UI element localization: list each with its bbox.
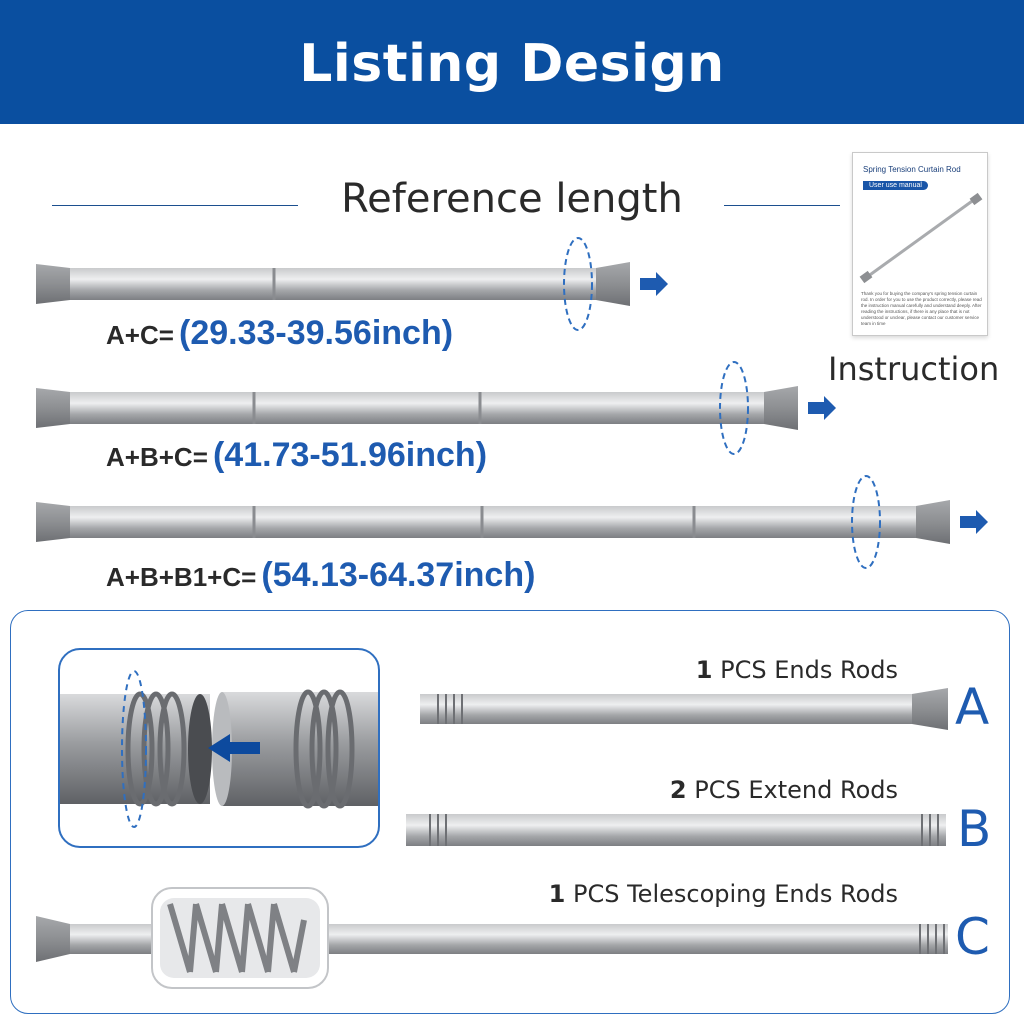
part-name: PCS Telescoping Ends Rods — [573, 880, 898, 908]
part-label-a: 1 PCS Ends Rods — [696, 656, 898, 684]
header-banner: Listing Design — [0, 0, 1024, 124]
page-title: Listing Design — [299, 34, 725, 94]
manual-badge: User use manual — [863, 181, 928, 190]
part-label-b: 2 PCS Extend Rods — [670, 776, 898, 804]
part-b-rod — [406, 814, 946, 846]
rod-a-b-b1-c — [36, 475, 988, 569]
reference-length-title: Reference length — [341, 176, 683, 222]
right-arrow-icon — [960, 510, 988, 534]
instruction-manual: Spring Tension Curtain Rod User use manu… — [852, 152, 988, 336]
rotate-arrow-icon — [719, 361, 749, 455]
formula-value: (41.73-51.96inch) — [212, 436, 488, 474]
part-letter-a: A — [955, 678, 990, 736]
insert-arrow-icon — [208, 734, 260, 762]
part-name: PCS Extend Rods — [694, 776, 898, 804]
part-qty: 2 — [669, 776, 687, 804]
right-arrow-icon — [640, 272, 668, 296]
rotate-arrow-icon — [563, 237, 593, 331]
part-letter-c: C — [955, 908, 990, 966]
right-arrow-icon — [808, 396, 836, 420]
formula-label: A+B+B1+C= — [106, 562, 257, 592]
divider-right — [724, 205, 840, 206]
formula-a-c: A+C= (29.33-39.56inch) — [106, 314, 453, 353]
part-qty: 1 — [695, 656, 713, 684]
formula-value: (29.33-39.56inch) — [179, 314, 454, 352]
part-c-rod — [36, 887, 948, 989]
rod-a-b-c — [36, 361, 836, 455]
manual-rod-illustration — [859, 192, 983, 284]
part-letter-b: B — [957, 800, 992, 858]
formula-a-b-c: A+B+C= (41.73-51.96inch) — [106, 436, 487, 475]
formula-label: A+B+C= — [106, 442, 208, 472]
divider-left — [52, 205, 298, 206]
formula-a-b-b1-c: A+B+B1+C= (54.13-64.37inch) — [106, 556, 535, 595]
formula-label: A+C= — [106, 320, 174, 350]
spring-coil — [167, 903, 307, 973]
formula-value: (54.13-64.37inch) — [261, 556, 536, 594]
part-name: PCS Ends Rods — [720, 656, 898, 684]
instruction-label: Instruction — [828, 350, 1000, 388]
rotate-arrow-icon — [851, 475, 881, 569]
part-a-rod — [420, 688, 948, 730]
rod-a-c — [36, 237, 668, 331]
manual-text: Thank you for buying the company's sprin… — [861, 291, 982, 326]
connector-zoom-box — [58, 648, 380, 848]
manual-title: Spring Tension Curtain Rod — [863, 165, 961, 174]
connector-closeup — [60, 670, 378, 828]
part-qty: 1 — [548, 880, 566, 908]
part-label-c: 1 PCS Telescoping Ends Rods — [549, 880, 898, 908]
